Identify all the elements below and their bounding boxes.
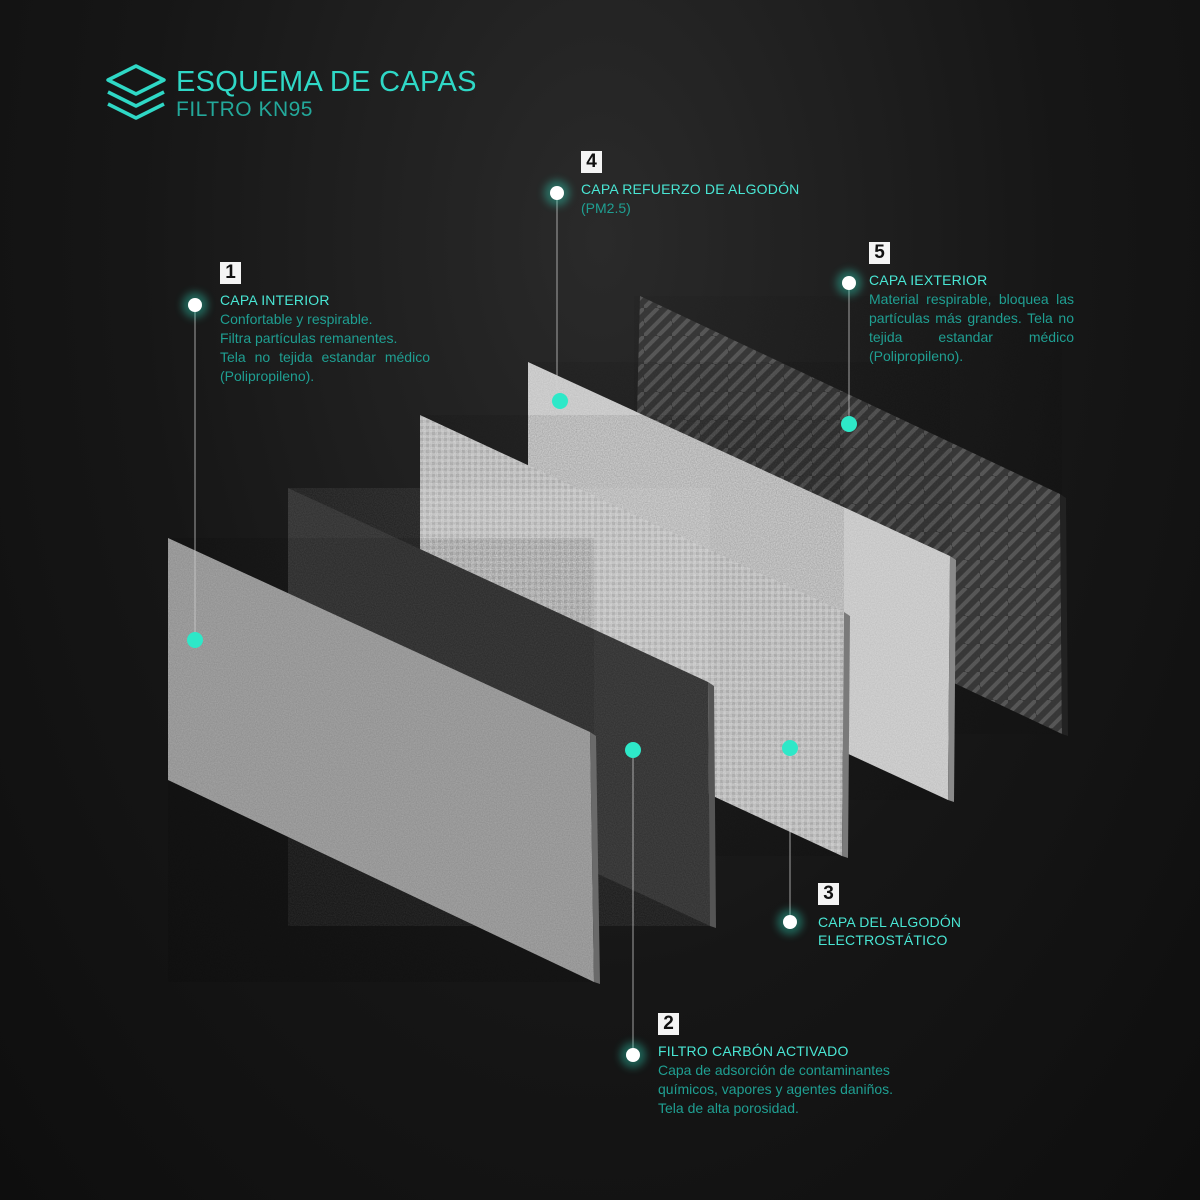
- layer-5-number: 5: [869, 242, 890, 264]
- layer-1-description: Confortable y respirable. Filtra partícu…: [220, 311, 430, 384]
- layer-4-marker: [552, 393, 568, 409]
- layer-3-panel: [420, 415, 850, 858]
- layer-2-title: FILTRO CARBÓN ACTIVADO: [658, 1043, 849, 1059]
- layer-3-marker: [782, 740, 798, 756]
- anchor-dot-1: [182, 292, 208, 318]
- anchor-dot-5: [836, 270, 862, 296]
- layer-5-marker: [841, 416, 857, 432]
- layers-icon: [106, 64, 166, 120]
- layer-4-description: (PM2.5): [581, 200, 631, 216]
- layer-2-marker: [625, 742, 641, 758]
- layer-1-number: 1: [220, 262, 241, 284]
- layer-5-description: Material respirable, bloquea las partícu…: [869, 291, 1074, 364]
- layer-2-number: 2: [658, 1013, 679, 1035]
- anchor-dot-4: [544, 180, 570, 206]
- layer-1-marker: [187, 632, 203, 648]
- layer-1-panel: [168, 538, 600, 984]
- layer-4-title: CAPA REFUERZO DE ALGODÓN: [581, 181, 800, 197]
- layer-2-description: Capa de adsorción de contaminantes quími…: [658, 1062, 894, 1116]
- layer-5-title: CAPA IEXTERIOR: [869, 272, 988, 288]
- layer-3-number: 3: [818, 883, 839, 905]
- page-subtitle: FILTRO KN95: [176, 98, 313, 121]
- layer-1-title: CAPA INTERIOR: [220, 292, 330, 308]
- page-title: ESQUEMA DE CAPAS: [176, 66, 477, 98]
- layer-3-title: CAPA DEL ALGODÓN ELECTROSTÁTICO: [818, 914, 962, 948]
- anchor-dot-2: [620, 1042, 646, 1068]
- anchor-dot-3: [777, 909, 803, 935]
- layer-4-number: 4: [581, 151, 602, 173]
